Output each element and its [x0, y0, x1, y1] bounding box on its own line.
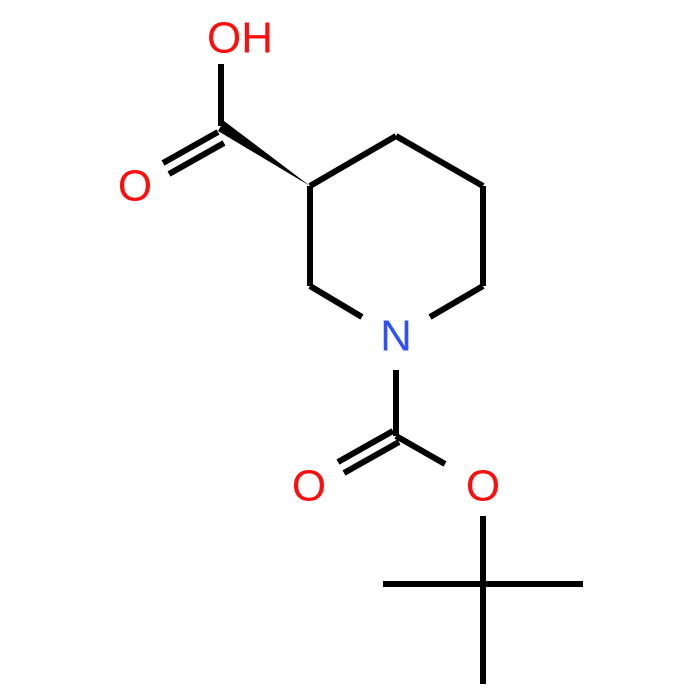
atom-label-ring-nitrogen: N: [380, 312, 412, 361]
atom-label-acid-carbonyl-oxygen: O: [118, 162, 152, 211]
bond-carbamate-c-ester-o: [394, 433, 447, 467]
ring-bond-c3-c4: [308, 133, 398, 189]
ring-bond-c6-n: [428, 283, 485, 320]
atom-label-carbamate-carbonyl-oxygen: O: [292, 462, 326, 511]
acid-double-bond-outer: [161, 129, 220, 166]
ring-bond-n-c2: [308, 283, 364, 320]
ring-bond-c4-c5: [394, 133, 485, 189]
atom-label-ester-oxygen: O: [466, 462, 500, 511]
carbamate-double-bond-inner: [342, 439, 401, 476]
carbamate-double-bond-outer: [336, 428, 395, 465]
acid-double-bond-inner: [167, 140, 226, 177]
atom-label-hydroxyl: OH: [207, 14, 273, 63]
stereo-wedge-bond: [218, 121, 310, 186]
